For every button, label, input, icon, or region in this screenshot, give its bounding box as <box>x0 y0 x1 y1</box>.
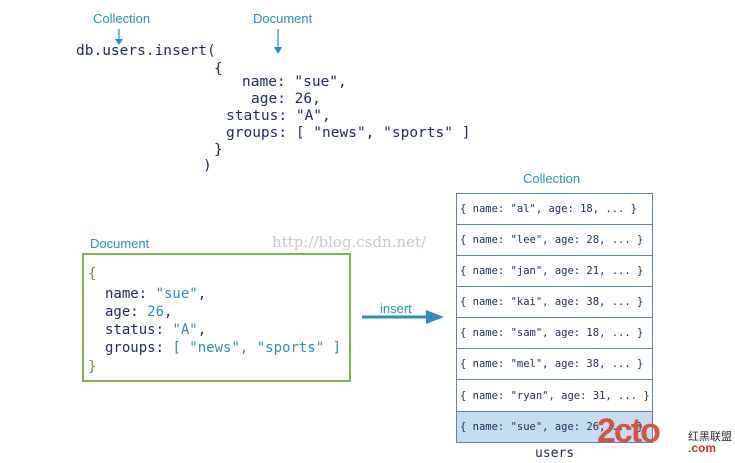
field-value: 26 <box>147 304 165 320</box>
collection-row: { name: "jan", age: 21, ... } <box>460 265 644 277</box>
insert-arrow-icon <box>362 310 444 324</box>
collection-panel: { name: "al", age: 18, ... } { name: "le… <box>456 193 653 443</box>
collection-row: { name: "mel", age: 38, ... } <box>460 358 644 370</box>
code-line: } <box>214 142 223 158</box>
field-groups: groups: [ "news", "sports" ] <box>105 340 341 356</box>
close-brace: } <box>88 359 97 375</box>
collection-row: { name: "kai", age: 38, ... } <box>460 296 644 308</box>
field-key: name: <box>105 286 156 302</box>
field-tail: , <box>197 322 207 338</box>
field-key: age: <box>105 304 148 320</box>
code-line: ) <box>203 158 212 174</box>
code-line: { <box>214 61 223 77</box>
collection-row: { name: "ryan", age: 31, ... } <box>460 389 650 402</box>
collection-row-inserted: { name: "sue", age: 26, ... } <box>457 412 652 442</box>
collection-panel-label: Collection <box>523 171 581 186</box>
field-value: "sue" <box>155 286 198 302</box>
document-panel-label: Document <box>90 236 150 251</box>
collection-row: { name: "sam", age: 18, ... } <box>460 327 644 339</box>
document-pointer-arrow <box>274 29 282 54</box>
code-line: name: "sue", <box>242 74 347 90</box>
code-line: groups: [ "news", "sports" ] <box>226 125 471 141</box>
collection-row: { name: "al", age: 18, ... } <box>460 203 638 215</box>
document-label: Document <box>253 11 313 26</box>
collection-name: users <box>535 446 575 461</box>
field-tail: , <box>197 286 207 302</box>
field-key: groups: <box>105 340 173 356</box>
code-line: age: 26, <box>251 91 321 107</box>
blog-watermark: http://blog.csdn.net/ <box>272 233 427 251</box>
field-status: status: "A", <box>105 322 206 338</box>
document-panel: { name: "sue", age: 26, status: "A", gro… <box>82 253 351 382</box>
field-name: name: "sue", <box>105 286 206 302</box>
code-line: db.users.insert( <box>76 43 216 59</box>
site-logo-domain: .com <box>688 441 717 455</box>
site-logo-name: 红黑联盟 <box>688 431 732 443</box>
field-key: status: <box>105 322 173 338</box>
code-line: status: "A", <box>226 108 331 124</box>
collection-pointer-arrow <box>115 29 123 45</box>
open-brace: { <box>88 266 97 282</box>
collection-label: Collection <box>93 11 151 26</box>
field-value: [ "news", "sports" ] <box>172 340 342 356</box>
field-age: age: 26, <box>105 304 172 320</box>
site-logo: 2cto <box>597 412 661 450</box>
field-value: "A" <box>172 322 198 338</box>
collection-row: { name: "lee", age: 28, ... } <box>460 234 644 246</box>
field-tail: , <box>164 304 173 320</box>
insert-arrow-label: insert <box>380 301 412 316</box>
